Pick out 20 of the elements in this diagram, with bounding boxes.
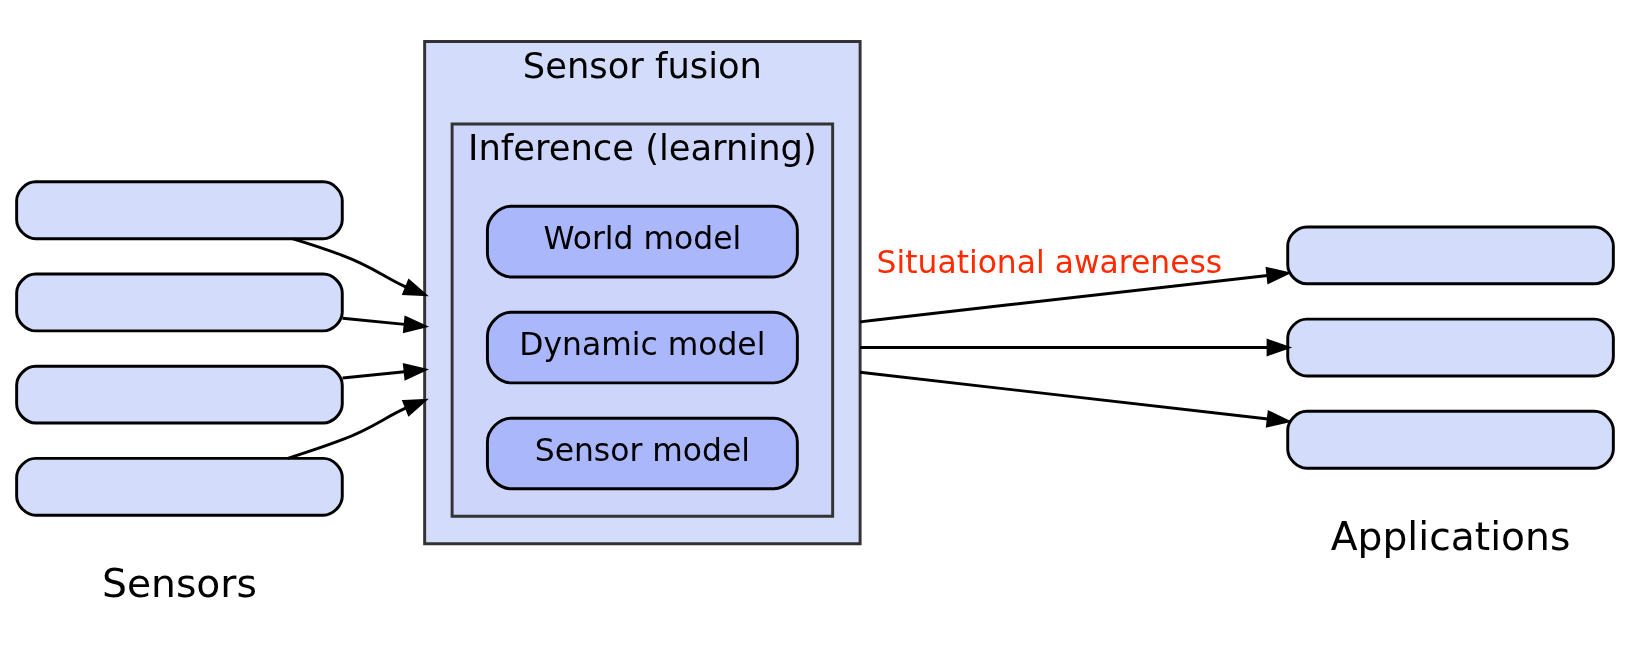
arrow	[342, 314, 430, 333]
arrow	[292, 236, 429, 296]
node-box: Dynamic model	[485, 310, 799, 384]
node-box	[1286, 409, 1615, 470]
label: Sensors	[102, 560, 257, 606]
node-box	[15, 456, 344, 517]
node-box	[15, 364, 344, 425]
arrow	[859, 266, 1292, 323]
edge-label: Situational awareness	[876, 243, 1223, 280]
arrow	[287, 398, 429, 460]
node-box	[15, 179, 344, 240]
arrow	[342, 362, 430, 381]
arrow	[859, 370, 1293, 428]
node-box	[1286, 224, 1615, 285]
node-box	[15, 272, 344, 332]
arrow	[860, 338, 1293, 356]
node-box	[1286, 317, 1615, 377]
node-box: World model	[485, 204, 799, 278]
label: Applications	[1330, 513, 1571, 559]
node-box: Sensor model	[485, 416, 799, 490]
